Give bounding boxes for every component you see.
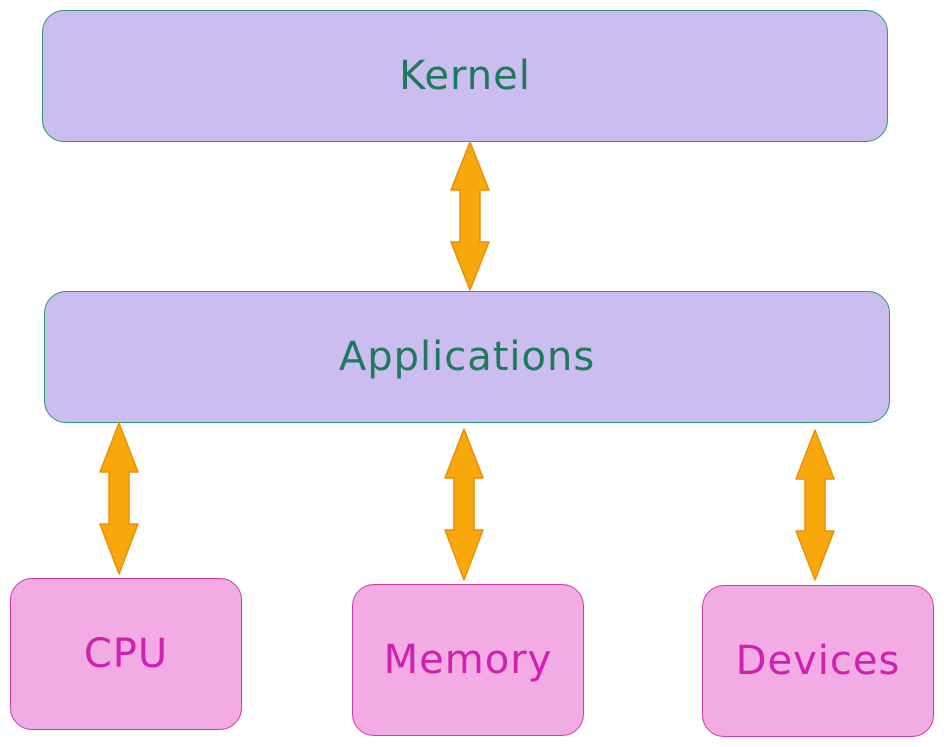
applications-node: Applications (44, 291, 890, 423)
arrow-applications-memory (444, 428, 484, 581)
kernel-label: Kernel (399, 53, 531, 99)
arrow-applications-cpu (99, 422, 139, 575)
kernel-node: Kernel (42, 10, 888, 142)
memory-label: Memory (383, 637, 553, 683)
devices-node: Devices (702, 585, 934, 737)
memory-node: Memory (352, 584, 584, 736)
cpu-node: CPU (10, 578, 242, 730)
cpu-label: CPU (83, 631, 169, 677)
arrow-applications-devices (795, 429, 835, 581)
devices-label: Devices (735, 638, 901, 684)
applications-label: Applications (338, 334, 596, 380)
arrow-kernel-applications (450, 141, 490, 291)
